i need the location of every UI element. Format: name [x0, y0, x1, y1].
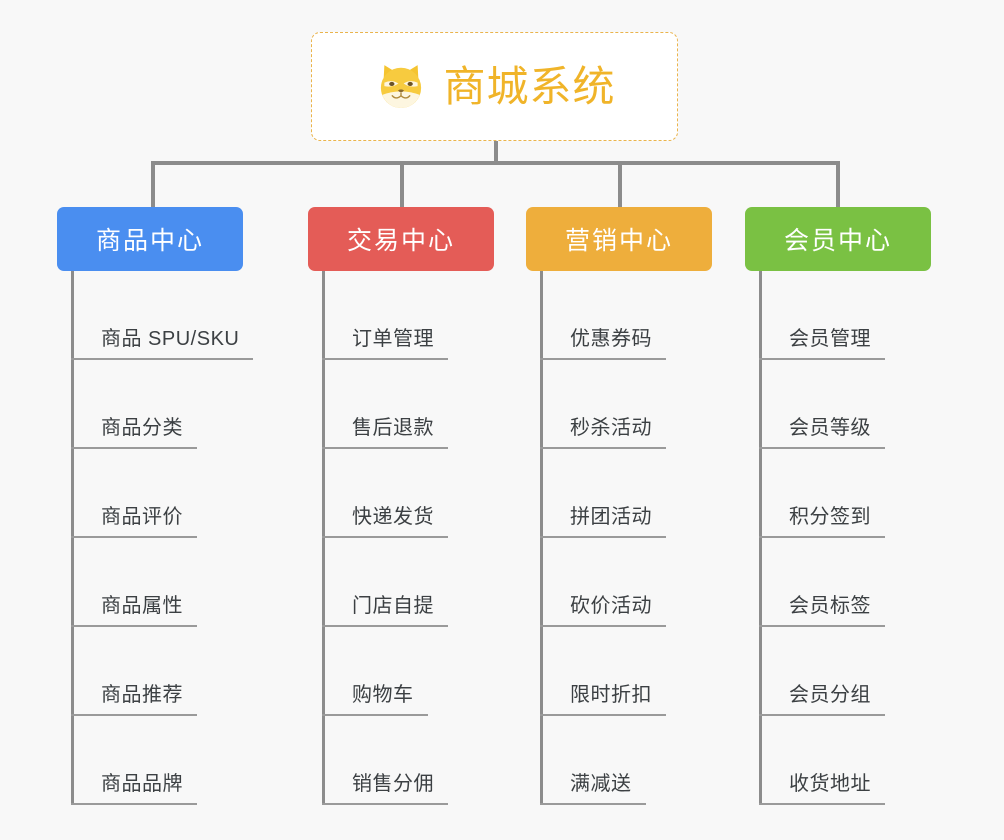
- list-item[interactable]: 拼团活动: [540, 449, 712, 538]
- list-item[interactable]: 砍价活动: [540, 538, 712, 627]
- leaf-label: 商品属性: [101, 595, 183, 617]
- column-body: 优惠券码 秒杀活动 拼团活动 砍价活动 限时折扣 满减送: [540, 271, 712, 805]
- list-item[interactable]: 商品分类: [71, 360, 243, 449]
- list-item[interactable]: 商品属性: [71, 538, 243, 627]
- category-title: 交易中心: [346, 227, 455, 255]
- category-header-marketing-center[interactable]: 营销中心: [526, 207, 712, 271]
- list-item[interactable]: 订单管理: [322, 271, 494, 360]
- leaf-label: 商品推荐: [101, 684, 183, 706]
- leaf-label: 订单管理: [352, 328, 434, 350]
- list-item[interactable]: 门店自提: [322, 538, 494, 627]
- leaf-label: 优惠券码: [570, 328, 652, 350]
- leaf-label: 快递发货: [352, 506, 434, 528]
- root-node[interactable]: 商城系统: [311, 32, 678, 141]
- leaf-label: 商品评价: [101, 506, 183, 528]
- column-spine: [71, 271, 74, 805]
- leaf-label: 满减送: [570, 773, 632, 795]
- list-item[interactable]: 快递发货: [322, 449, 494, 538]
- leaf-label: 拼团活动: [570, 506, 652, 528]
- leaf-label: 积分签到: [789, 506, 871, 528]
- list-item[interactable]: 会员标签: [759, 538, 931, 627]
- column-member-center: 会员中心 会员管理 会员等级 积分签到 会员标签 会员分组 收货地址: [745, 207, 931, 805]
- list-item[interactable]: 收货地址: [759, 716, 931, 805]
- list-item[interactable]: 限时折扣: [540, 627, 712, 716]
- list-item[interactable]: 商品品牌: [71, 716, 243, 805]
- leaf-label: 限时折扣: [570, 684, 652, 706]
- connector-root-stem: [494, 141, 498, 163]
- connector-drop-4: [836, 161, 840, 207]
- leaf-label: 售后退款: [352, 417, 434, 439]
- category-title: 会员中心: [783, 227, 892, 255]
- connector-drop-3: [618, 161, 622, 207]
- column-spine: [540, 271, 543, 805]
- connector-bus-bar: [151, 161, 839, 165]
- list-item[interactable]: 优惠券码: [540, 271, 712, 360]
- shiba-dog-face-icon: [381, 64, 422, 108]
- list-item[interactable]: 商品 SPU/SKU: [71, 271, 254, 360]
- column-trade-center: 交易中心 订单管理 售后退款 快递发货 门店自提 购物车 销售分佣: [308, 207, 494, 805]
- category-title: 商品中心: [95, 227, 204, 255]
- connector-drop-2: [400, 161, 404, 207]
- leaf-label: 门店自提: [352, 595, 434, 617]
- category-header-product-center[interactable]: 商品中心: [57, 207, 243, 271]
- list-item[interactable]: 满减送: [540, 716, 712, 805]
- column-body: 订单管理 售后退款 快递发货 门店自提 购物车 销售分佣: [322, 271, 494, 805]
- leaf-label: 收货地址: [789, 773, 871, 795]
- leaf-label: 会员管理: [789, 328, 871, 350]
- list-item[interactable]: 售后退款: [322, 360, 494, 449]
- list-item[interactable]: 会员等级: [759, 360, 931, 449]
- root-title: 商城系统: [443, 62, 616, 110]
- list-item[interactable]: 会员分组: [759, 627, 931, 716]
- list-item[interactable]: 会员管理: [759, 271, 931, 360]
- list-item[interactable]: 秒杀活动: [540, 360, 712, 449]
- leaf-label: 砍价活动: [570, 595, 652, 617]
- leaf-label: 会员等级: [789, 417, 871, 439]
- leaf-label: 商品分类: [101, 417, 183, 439]
- list-item[interactable]: 商品评价: [71, 449, 243, 538]
- column-spine: [322, 271, 325, 805]
- category-header-trade-center[interactable]: 交易中心: [308, 207, 494, 271]
- column-marketing-center: 营销中心 优惠券码 秒杀活动 拼团活动 砍价活动 限时折扣 满减送: [526, 207, 712, 805]
- category-title: 营销中心: [564, 227, 673, 255]
- category-header-member-center[interactable]: 会员中心: [745, 207, 931, 271]
- leaf-label: 会员标签: [789, 595, 871, 617]
- list-item[interactable]: 积分签到: [759, 449, 931, 538]
- leaf-label: 商品 SPU/SKU: [101, 328, 240, 350]
- column-product-center: 商品中心 商品 SPU/SKU 商品分类 商品评价 商品属性 商品推荐 商品品牌: [57, 207, 254, 805]
- column-body: 会员管理 会员等级 积分签到 会员标签 会员分组 收货地址: [759, 271, 931, 805]
- leaf-label: 销售分佣: [352, 773, 434, 795]
- leaf-label: 商品品牌: [101, 773, 183, 795]
- column-spine: [759, 271, 762, 805]
- leaf-label: 会员分组: [789, 684, 871, 706]
- connector-drop-1: [151, 161, 155, 207]
- list-item[interactable]: 销售分佣: [322, 716, 494, 805]
- leaf-label: 秒杀活动: [570, 417, 652, 439]
- column-body: 商品 SPU/SKU 商品分类 商品评价 商品属性 商品推荐 商品品牌: [71, 271, 254, 805]
- list-item[interactable]: 商品推荐: [71, 627, 243, 716]
- leaf-label: 购物车: [352, 684, 414, 706]
- list-item[interactable]: 购物车: [322, 627, 494, 716]
